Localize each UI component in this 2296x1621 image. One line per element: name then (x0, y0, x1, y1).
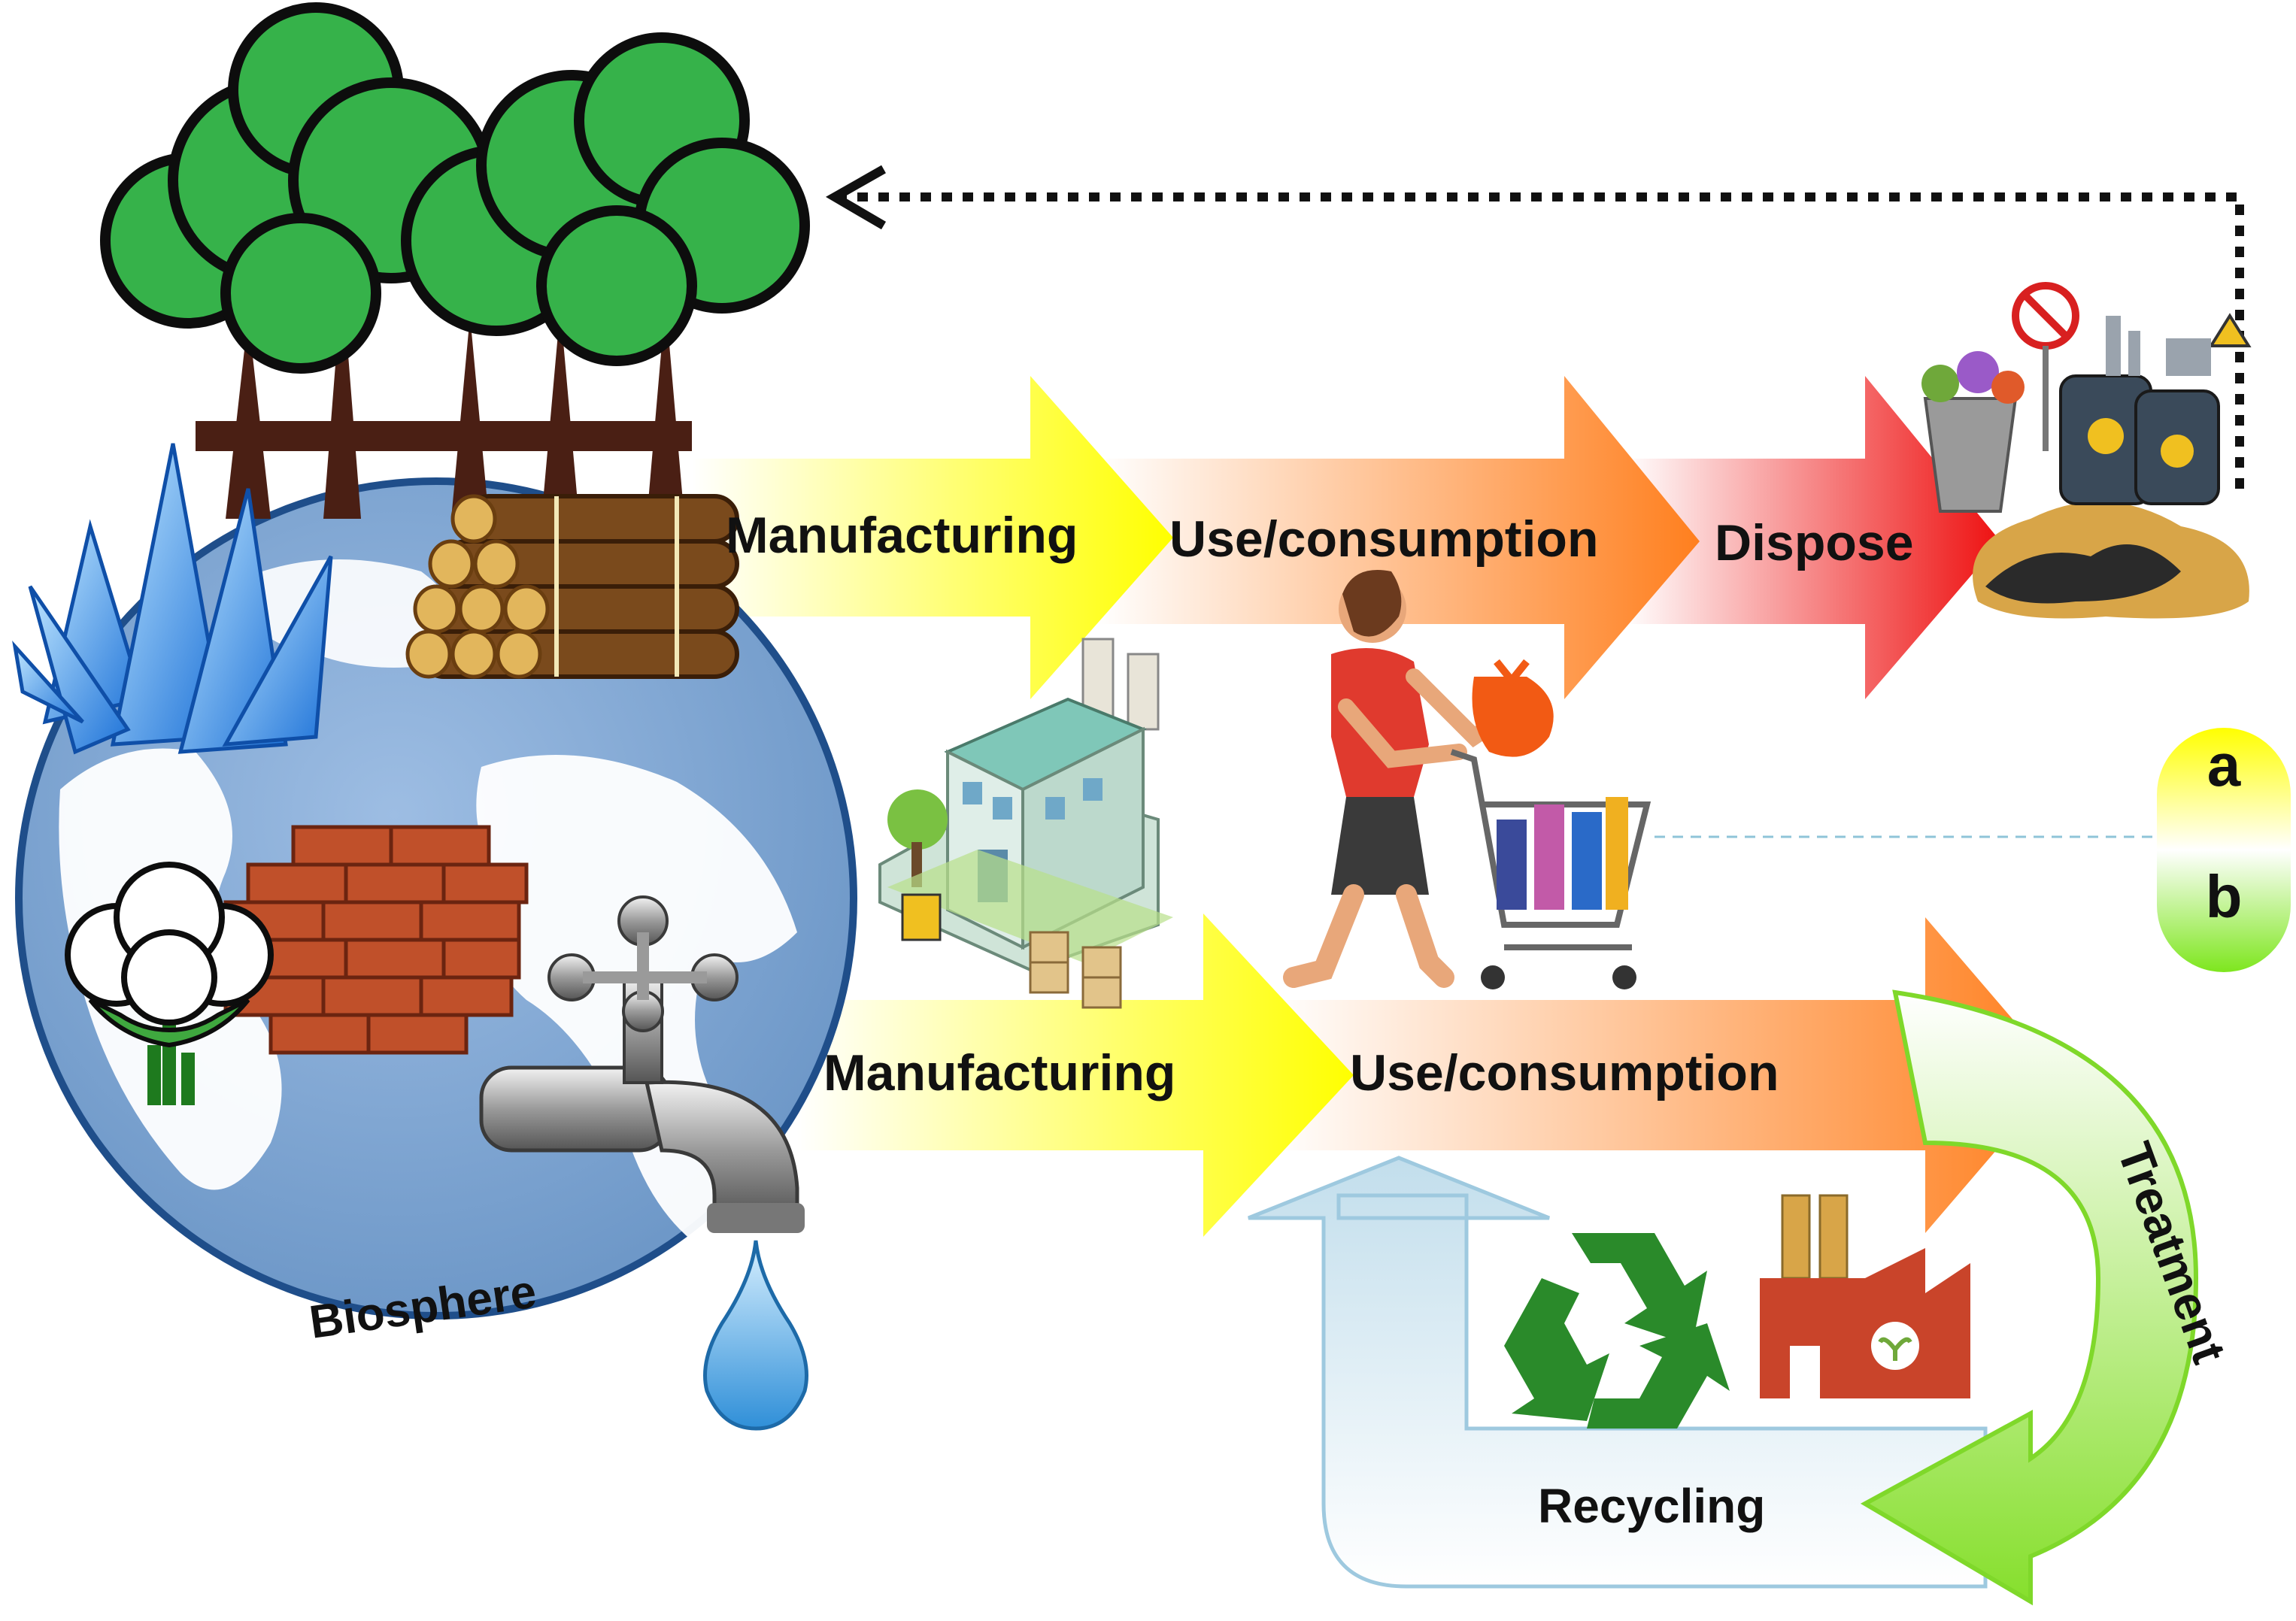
row-b-manufacturing-label: Manufacturing (823, 1044, 1175, 1101)
row-b-use-label: Use/consumption (1350, 1044, 1779, 1101)
water-drop-icon (703, 1240, 808, 1431)
row-b-marker: b (2206, 863, 2243, 930)
crystal-icon (12, 443, 333, 755)
row-a-marker: a (2207, 732, 2241, 798)
row-a-flow (692, 376, 2000, 699)
row-b-manufacturing-arrow (797, 914, 1354, 1237)
recycling-label: Recycling (1538, 1479, 1765, 1533)
log-pile-icon (405, 494, 739, 679)
row-a-dispose-label: Dispose (1715, 514, 1914, 571)
landfill-icon (1921, 282, 2252, 619)
row-b-flow (797, 914, 2199, 1606)
tree-icon (100, 2, 810, 519)
row-a-use-arrow (1098, 376, 1700, 699)
cotton-icon (65, 862, 274, 1105)
row-marker-badge (2157, 728, 2291, 972)
shopper-icon (1283, 570, 1651, 989)
row-a-dispose-arrow (1624, 376, 2000, 699)
return-arrowhead (825, 165, 887, 230)
factory-building-icon (878, 638, 1173, 1009)
green-factory-icon (1760, 1194, 1970, 1398)
brick-wall-icon (223, 825, 529, 1055)
dotted-return-arrow (835, 192, 2244, 489)
row-a-manufacturing-label: Manufacturing (726, 507, 1078, 564)
water-tap-icon (479, 895, 805, 1233)
row-b-use-arrow (1271, 917, 2061, 1233)
recycling-loop-arrow (1248, 1156, 1988, 1589)
row-a-manufacturing-arrow (692, 376, 1173, 699)
row-a-use-label: Use/consumption (1169, 511, 1599, 568)
recycle-icon (1504, 1233, 1730, 1429)
treatment-loop-arrow (1860, 989, 2199, 1606)
